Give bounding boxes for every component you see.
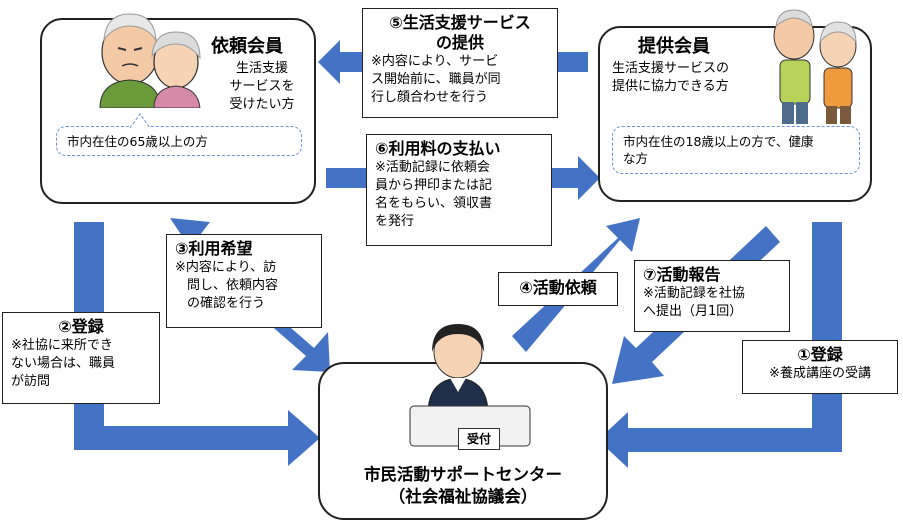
arrow-registration-provider (598, 222, 842, 468)
provider-eligibility-bubble: 市内在住の18歳以上の方で、健康 な方 (612, 126, 860, 174)
arrow-registration-requester (74, 222, 320, 466)
provider-description-line: 生活支援サービスの (612, 61, 730, 76)
step3-note-line: 問し、依頼内容 (187, 278, 279, 293)
step2-box: ②登録 ※社協に来所でき ない場合は、職員 が訪問 (2, 312, 160, 404)
step2-note-line: ※社協に来所でき (11, 338, 113, 353)
requester-eligibility-bubble: 市内在住の65歳以上の方 (56, 126, 302, 156)
arrow-usage-request-head (170, 218, 210, 248)
reception-sign: 受付 (458, 428, 500, 450)
provider-eligibility-line: な方 (623, 151, 649, 166)
speech-bubble-tail (129, 113, 151, 129)
step3-note: ※内容により、訪 問し、依頼内容 の確認を行う (175, 259, 313, 313)
requester-description-line: 受けたい方 (229, 97, 295, 112)
step5-note-line: 行し顔合わせを行う (371, 90, 489, 105)
step6-note: ※活動記録に依頼会 員から押印または記 名をもらい、領収書 を発行 (375, 159, 543, 231)
center-title: 市民活動サポートセンター （社会福祉協議会） (322, 464, 604, 508)
elderly-worried-people-illustration (99, 13, 201, 108)
step3-note-line: ※内容により、訪 (175, 260, 277, 275)
step1-note: ※養成講座の受講 (769, 366, 871, 381)
step2-title: ②登録 (58, 317, 104, 336)
center-title-line: 市民活動サポートセンター (364, 465, 562, 484)
center-title-line: （社会福祉協議会） (388, 487, 538, 506)
step7-box: ⑦活動報告 ※活動記録を社協 へ提出（月1回） (634, 260, 790, 332)
step1-box: ①登録 ※養成講座の受講 (742, 340, 898, 394)
step7-note-line: へ提出（月1回） (643, 304, 743, 319)
step6-box: ⑥利用料の支払い ※活動記録に依頼会 員から押印または記 名をもらい、領収書 を… (366, 134, 552, 246)
step6-note-line: を発行 (375, 214, 415, 229)
step7-note-line: ※活動記録を社協 (643, 286, 745, 301)
step3-note-line: の確認を行う (187, 296, 266, 311)
step2-note-line: が訪問 (11, 374, 51, 389)
requester-eligibility-text: 市内在住の65歳以上の方 (67, 134, 208, 149)
receptionist-illustration (409, 324, 531, 447)
step2-note-line: ない場合は、職員 (11, 356, 116, 371)
step5-note-line: ※内容により、サービ (371, 54, 499, 69)
step6-note-line: 員から押印または記 (375, 178, 493, 193)
requester-description-line: サービスを (229, 79, 295, 94)
step6-note-line: 名をもらい、領収書 (375, 196, 493, 211)
provider-title: 提供会員 (638, 36, 710, 57)
step4-box: ④活動依頼 (498, 272, 618, 306)
step7-title: ⑦活動報告 (643, 265, 721, 284)
requester-title: 依頼会員 (211, 36, 283, 57)
requester-description: 生活支援 サービスを 受けたい方 (222, 60, 302, 114)
step6-title: ⑥利用料の支払い (375, 139, 501, 158)
step3-title: ③利用希望 (175, 239, 253, 258)
step5-note: ※内容により、サービ ス開始前に、職員が同 行し顔合わせを行う (371, 53, 549, 107)
step4-title: ④活動依頼 (519, 278, 597, 297)
step5-title-line: ⑤生活支援サービス (389, 13, 531, 32)
step2-note: ※社協に来所でき ない場合は、職員 が訪問 (11, 337, 151, 391)
active-elderly-couple-illustration (773, 9, 857, 124)
step5-note-line: ス開始前に、職員が同 (371, 72, 501, 87)
step5-box: ⑤生活支援サービス の提供 ※内容により、サービ ス開始前に、職員が同 行し顔合… (362, 8, 558, 118)
step6-note-line: ※活動記録に依頼会 (375, 160, 490, 175)
step7-note: ※活動記録を社協 へ提出（月1回） (643, 285, 781, 321)
step5-title-line: の提供 (435, 33, 484, 52)
provider-eligibility-line: 市内在住の18歳以上の方で、健康 (623, 134, 814, 149)
step5-title: ⑤生活支援サービス の提供 (371, 13, 549, 53)
step1-title: ①登録 (797, 345, 843, 364)
reception-sign-text: 受付 (466, 432, 491, 446)
step3-box: ③利用希望 ※内容により、訪 問し、依頼内容 の確認を行う (166, 234, 322, 328)
provider-description: 生活支援サービスの 提供に協力できる方 (612, 60, 729, 96)
provider-description-line: 提供に協力できる方 (612, 79, 729, 94)
requester-description-line: 生活支援 (235, 61, 288, 76)
